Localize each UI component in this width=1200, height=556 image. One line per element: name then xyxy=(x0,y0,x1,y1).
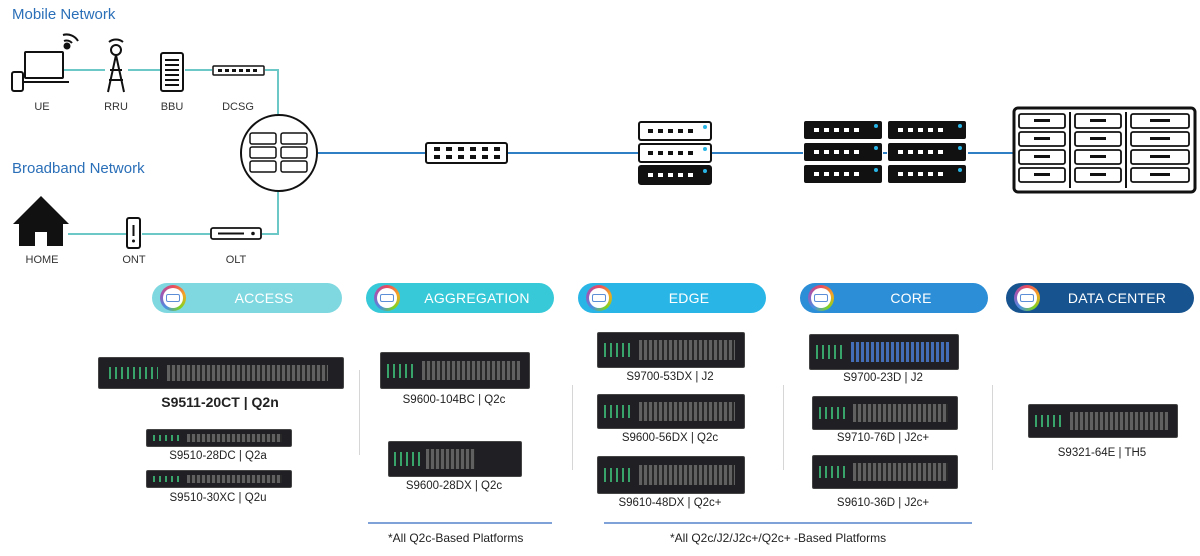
product-label-s9511-20ct: S9511-20CT | Q2n xyxy=(161,394,279,410)
product-image-s9700-23d xyxy=(809,334,959,370)
tier-logo-icon xyxy=(374,285,400,311)
ue-label: UE xyxy=(34,101,50,113)
rru-tower-icon xyxy=(107,38,125,93)
product-image-s9600-56dx xyxy=(597,394,745,429)
tier-access: ACCESS xyxy=(152,283,342,313)
bbu-label: BBU xyxy=(160,101,184,113)
edge-router-stack-icon xyxy=(638,121,712,185)
home-label: HOME xyxy=(25,254,59,266)
wifi-icon xyxy=(62,33,79,50)
product-label-s9510-30xc: S9510-30XC | Q2u xyxy=(169,492,267,504)
dcsg-switch-icon xyxy=(212,65,265,76)
tier-label: CORE xyxy=(890,290,932,306)
footnote-all: *All Q2c/J2/J2c+/Q2c+ -Based Platforms xyxy=(670,531,887,545)
column-divider xyxy=(783,385,784,470)
topology-graphic xyxy=(11,33,1197,249)
product-label-s9710-76d: S9710-76D | J2c+ xyxy=(836,432,930,444)
dcsg-label: DCSG xyxy=(222,101,254,113)
column-divider xyxy=(572,385,573,470)
product-image-s9710-76d xyxy=(812,396,958,430)
footnote-q2c: *All Q2c-Based Platforms xyxy=(388,531,524,545)
product-image-s9610-48dx xyxy=(597,456,745,494)
footnote-underline-all xyxy=(604,522,972,524)
olt-icon xyxy=(210,227,262,240)
product-label-s9700-53dx: S9700-53DX | J2 xyxy=(626,371,714,383)
olt-label: OLT xyxy=(225,254,247,266)
ue-laptop-icon xyxy=(19,51,69,83)
footnote-underline-q2c xyxy=(368,522,552,524)
ont-icon xyxy=(126,217,141,249)
tier-label: EDGE xyxy=(668,290,710,306)
product-label-s9321-64e: S9321-64E | TH5 xyxy=(1057,447,1147,459)
rru-label: RRU xyxy=(104,101,128,113)
product-label-s9700-23d: S9700-23D | J2 xyxy=(843,372,923,384)
product-label-s9600-56dx: S9600-56DX | Q2c xyxy=(621,432,719,444)
core-router-stack-icon xyxy=(804,121,966,183)
product-image-s9511-20ct xyxy=(98,357,344,389)
column-divider xyxy=(359,370,360,455)
tier-label: ACCESS xyxy=(234,290,294,306)
tier-datacenter: DATA CENTER xyxy=(1006,283,1194,313)
product-label-s9610-36d: S9610-36D | J2c+ xyxy=(836,497,930,509)
product-label-s9510-28dc: S9510-28DC | Q2a xyxy=(169,450,267,462)
tier-logo-icon xyxy=(160,285,186,311)
product-image-s9321-64e xyxy=(1028,404,1178,438)
product-label-s9600-28dx: S9600-28DX | Q2c xyxy=(405,480,503,492)
tier-logo-icon xyxy=(808,285,834,311)
product-label-s9600-104bc: S9600-104BC | Q2c xyxy=(402,394,506,406)
product-label-s9610-48dx: S9610-48DX | Q2c+ xyxy=(618,497,722,509)
product-image-s9510-28dc xyxy=(146,429,292,447)
product-image-s9600-104bc xyxy=(380,352,530,389)
product-image-s9600-28dx xyxy=(388,441,522,477)
central-router-icon xyxy=(240,114,318,192)
tier-logo-icon xyxy=(1014,285,1040,311)
ue-phone-icon xyxy=(11,71,24,92)
mobile-network-title: Mobile Network xyxy=(12,6,116,23)
tier-aggregation: AGGREGATION xyxy=(366,283,554,313)
datacenter-rack-icon xyxy=(1012,106,1197,194)
ont-label: ONT xyxy=(122,254,146,266)
broadband-network-title: Broadband Network xyxy=(12,160,145,177)
home-icon xyxy=(13,196,69,246)
product-image-s9510-30xc xyxy=(146,470,292,488)
product-image-s9610-36d xyxy=(812,455,958,489)
product-image-s9700-53dx xyxy=(597,332,745,368)
tier-label: AGGREGATION xyxy=(424,290,530,306)
bbu-icon xyxy=(160,52,184,92)
column-divider xyxy=(992,385,993,470)
tier-edge: EDGE xyxy=(578,283,766,313)
tier-label: DATA CENTER xyxy=(1067,290,1167,306)
tier-core: CORE xyxy=(800,283,988,313)
access-links xyxy=(62,69,279,235)
tier-logo-icon xyxy=(586,285,612,311)
aggregation-switch-icon xyxy=(425,142,508,164)
